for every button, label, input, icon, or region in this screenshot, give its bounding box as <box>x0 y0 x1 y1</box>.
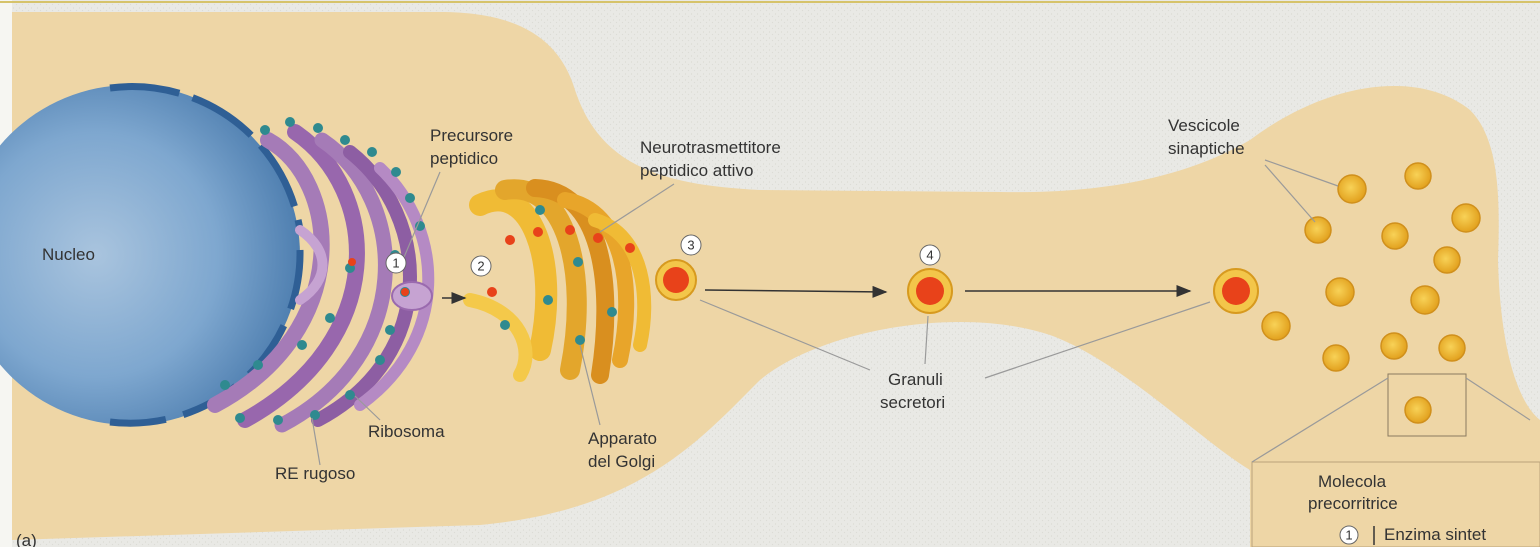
step-badge-1: 1 <box>386 253 406 273</box>
panel-letter: (a) <box>16 531 37 547</box>
inset-step-badge: 1 <box>1340 526 1358 544</box>
label-granules-line1: Granuli <box>888 370 943 389</box>
secretory-granule-3 <box>656 260 696 300</box>
step-badge-2: 2 <box>471 256 491 276</box>
label-neurotransmitter-line1: Neurotrasmettitore <box>640 138 781 157</box>
label-neurotransmitter-line2: peptidico attivo <box>640 161 753 180</box>
label-nucleus: Nucleo <box>42 245 95 264</box>
label-vesicles-line2: sinaptiche <box>1168 139 1245 158</box>
step-number-3: 3 <box>687 238 694 253</box>
label-rough-er: RE rugoso <box>275 464 355 483</box>
step-badge-4: 4 <box>920 245 940 265</box>
label-ribosome: Ribosoma <box>368 422 445 441</box>
label-inset-enzyme: Enzima sintet <box>1384 525 1486 544</box>
label-granules-line2: secretori <box>880 393 945 412</box>
step-number-1: 1 <box>392 256 399 271</box>
step-number-2: 2 <box>477 259 484 274</box>
secretory-granule-terminal <box>1214 269 1258 313</box>
step-badge-3: 3 <box>681 235 701 255</box>
secretory-granule-4 <box>908 269 952 313</box>
label-inset-molecule-line1: Molecola <box>1318 472 1387 491</box>
label-inset-molecule-line2: precorritrice <box>1308 494 1398 513</box>
inset-step-number: 1 <box>1345 528 1352 543</box>
label-vesicles-line1: Vescicole <box>1168 116 1240 135</box>
label-precursor-line2: peptidico <box>430 149 498 168</box>
label-golgi-line2: del Golgi <box>588 452 655 471</box>
step-number-4: 4 <box>926 248 933 263</box>
label-golgi-line1: Apparato <box>588 429 657 448</box>
label-precursor-line1: Precursore <box>430 126 513 145</box>
